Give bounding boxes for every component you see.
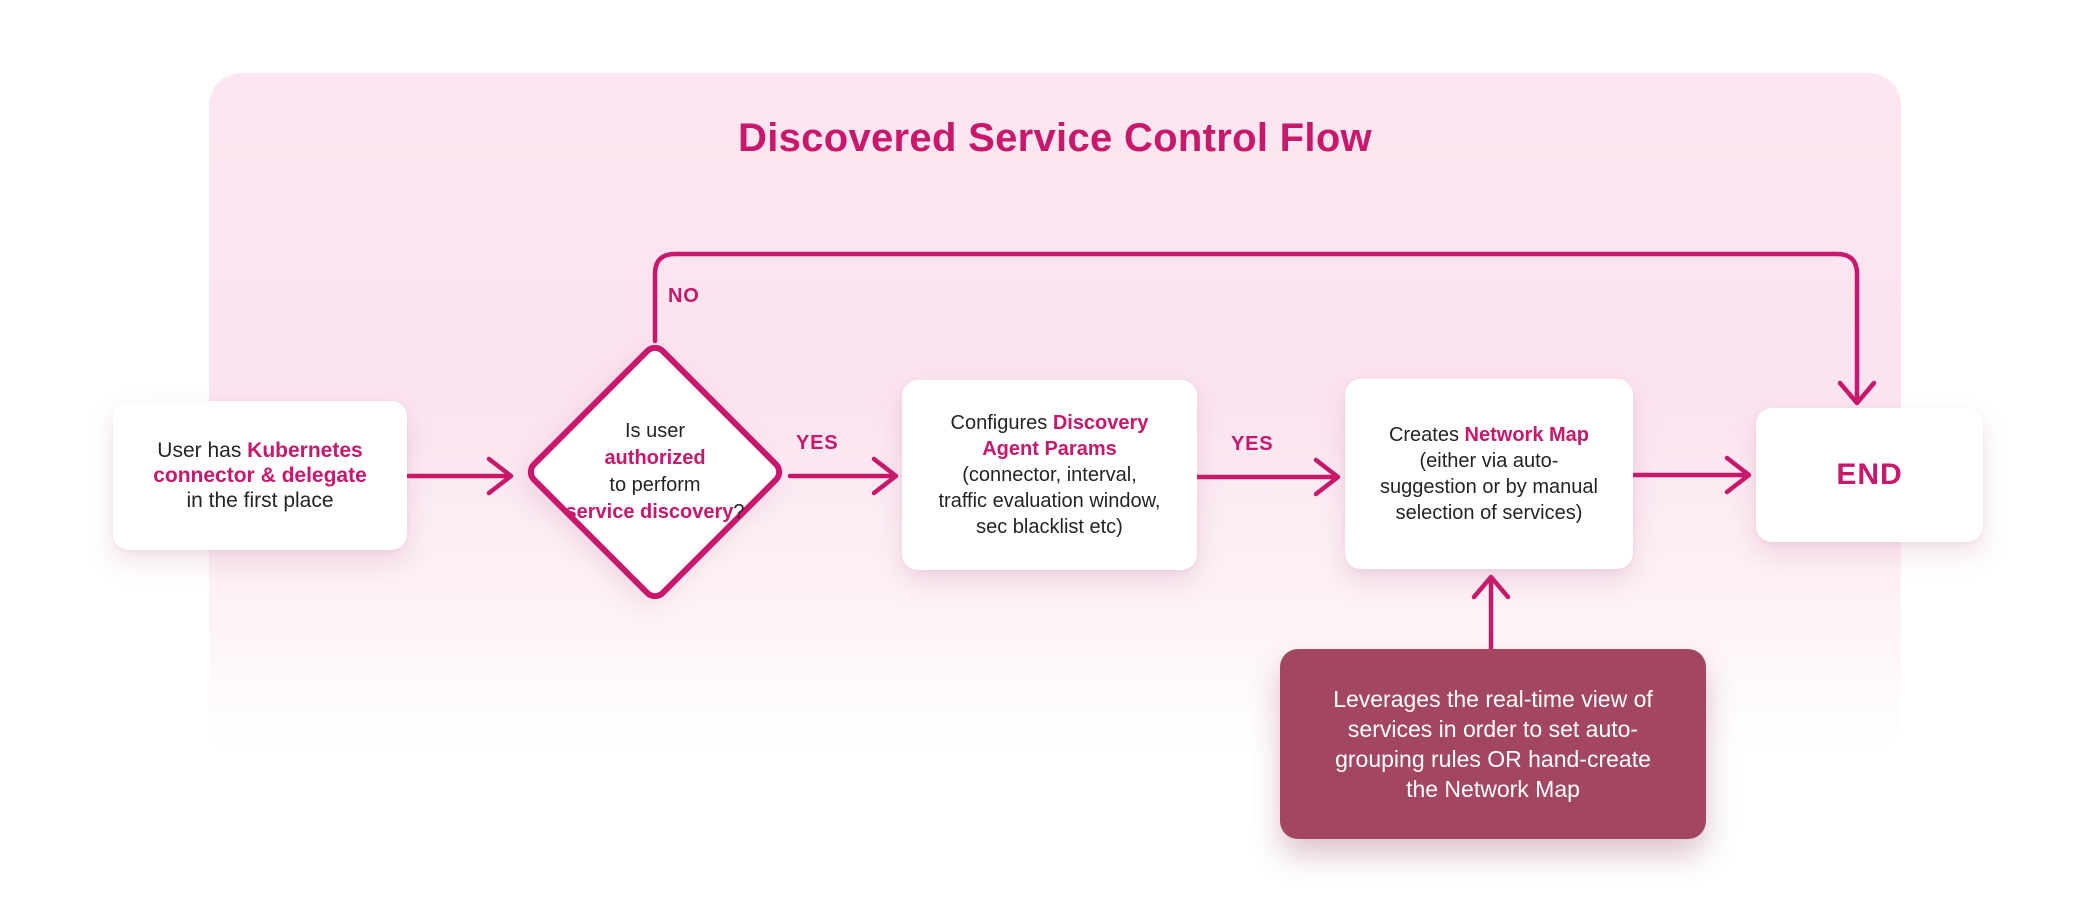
node-note: Leverages the real-time view of services… <box>1280 649 1706 839</box>
edge-label-no: NO <box>668 285 700 307</box>
note-line: Leverages the real-time view of <box>1333 686 1653 712</box>
node-create: Creates Network Map (either via auto- su… <box>1345 379 1633 569</box>
node-start: User has Kubernetes connector & delegate… <box>113 401 407 550</box>
node-configure-text: Configures Discovery Agent Params (conne… <box>938 412 1161 538</box>
arrowhead-decision-configure <box>871 456 899 496</box>
note-line: services in order to set auto- <box>1347 716 1639 742</box>
edge-label-yes-1: YES <box>796 432 839 454</box>
arrowhead-create-end <box>1724 455 1752 495</box>
note-line: grouping rules OR hand-create <box>1335 746 1651 772</box>
node-start-text: User has Kubernetes connector & delegate… <box>153 439 367 512</box>
arrowhead-decision-end-no <box>1837 380 1877 406</box>
node-decision-text: Is user authorized to perform service di… <box>565 420 745 523</box>
note-line: the Network Map <box>1406 776 1580 802</box>
arrowhead-note-create <box>1471 574 1511 600</box>
edge-decision-end-no <box>652 251 1860 400</box>
node-end-label: END <box>1836 458 1903 491</box>
node-end: END <box>1756 408 1983 542</box>
arrowhead-configure-create <box>1313 457 1341 497</box>
node-configure: Configures Discovery Agent Params (conne… <box>902 380 1197 570</box>
node-create-text: Creates Network Map (either via auto- su… <box>1380 424 1598 524</box>
edge-label-yes-2: YES <box>1231 433 1274 455</box>
page-title: Discovered Service Control Flow <box>738 116 1372 160</box>
arrowhead-start-decision <box>486 456 514 496</box>
